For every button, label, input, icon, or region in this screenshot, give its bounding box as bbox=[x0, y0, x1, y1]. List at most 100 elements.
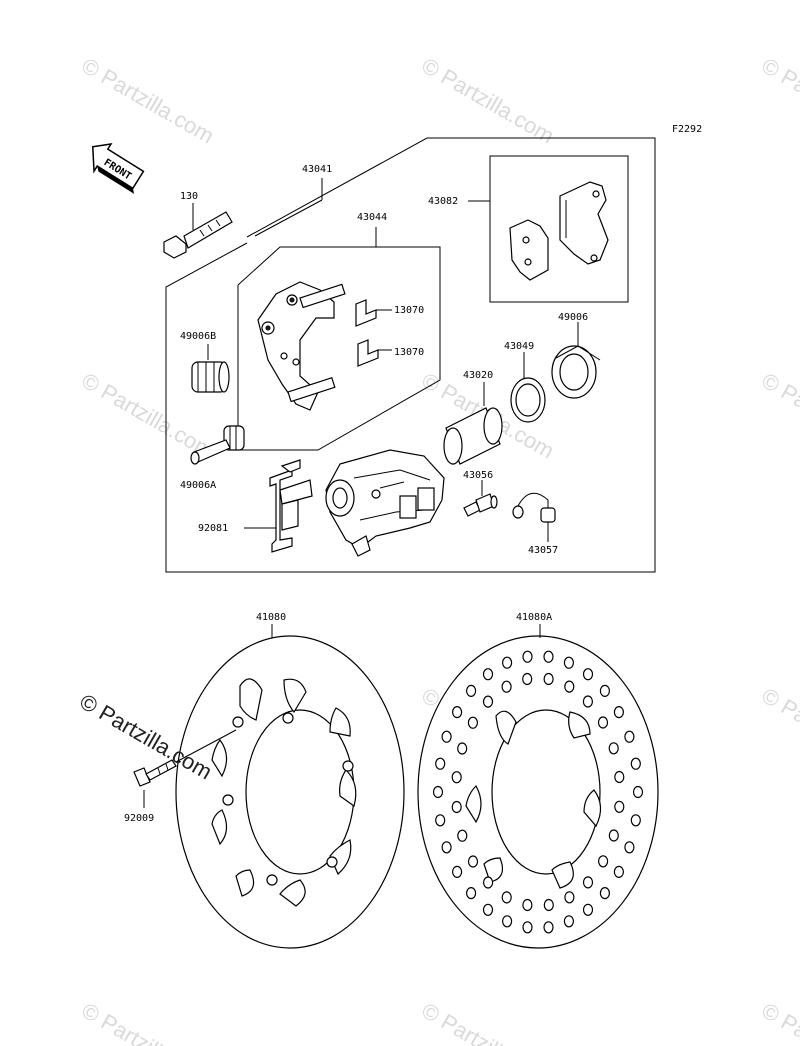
drill-hole bbox=[441, 730, 452, 743]
drill-hole bbox=[457, 829, 468, 842]
drill-hole bbox=[597, 855, 609, 868]
caliper-body bbox=[325, 449, 445, 557]
part-label-43082: 43082 bbox=[428, 196, 458, 207]
part-label-49006: 49006 bbox=[558, 312, 588, 323]
drill-hole bbox=[452, 865, 463, 879]
part-label-43057: 43057 bbox=[528, 545, 558, 556]
drill-hole bbox=[563, 915, 575, 928]
drill-hole bbox=[630, 757, 641, 770]
drill-hole bbox=[483, 876, 494, 889]
part-label-92009: 92009 bbox=[124, 813, 154, 824]
drill-hole bbox=[613, 865, 625, 879]
drill-hole bbox=[482, 668, 494, 681]
part-label-43041: 43041 bbox=[302, 164, 332, 175]
front-arrow-icon: FRONT bbox=[91, 143, 145, 194]
drill-hole bbox=[522, 921, 533, 934]
pad-spring-92081 bbox=[269, 459, 313, 553]
drill-hole bbox=[582, 668, 594, 681]
disc-drill-holes bbox=[432, 650, 644, 934]
pad-spring-clip bbox=[357, 339, 379, 367]
bleeder-valve-43056 bbox=[463, 493, 498, 517]
drill-hole bbox=[522, 898, 533, 912]
drill-hole bbox=[543, 672, 554, 686]
drill-hole bbox=[522, 650, 533, 663]
drill-hole bbox=[582, 876, 594, 889]
figure-code: F2292 bbox=[672, 124, 702, 135]
drill-hole bbox=[501, 891, 512, 904]
drill-hole bbox=[582, 903, 594, 916]
drill-hole bbox=[466, 684, 477, 698]
drill-hole bbox=[597, 716, 609, 729]
drill-hole bbox=[502, 915, 513, 928]
drill-hole bbox=[624, 841, 635, 854]
drill-hole bbox=[435, 757, 446, 770]
drill-hole bbox=[467, 716, 478, 729]
seal-ring-43049 bbox=[510, 377, 546, 423]
caliper-bracket bbox=[257, 281, 346, 411]
watermark: © Partzilla.com bbox=[758, 683, 800, 779]
drill-hole bbox=[543, 650, 554, 663]
drill-hole bbox=[599, 886, 611, 900]
seal-49006 bbox=[551, 345, 601, 399]
disc-cutouts bbox=[211, 678, 357, 907]
watermark: © Partzilla.com bbox=[758, 53, 800, 149]
drill-hole bbox=[563, 656, 575, 669]
part-label-92081: 92081 bbox=[198, 523, 228, 534]
part-label-41080a: 41080A bbox=[516, 612, 552, 623]
drill-hole bbox=[564, 891, 575, 904]
part-label-49006b: 49006B bbox=[180, 331, 216, 342]
drill-hole bbox=[451, 771, 462, 784]
boot-49006b bbox=[191, 361, 230, 393]
brake-disc-41080 bbox=[175, 635, 405, 949]
pad-box bbox=[468, 155, 629, 303]
part-label-130: 130 bbox=[180, 191, 198, 202]
drill-hole bbox=[502, 656, 513, 669]
part-label-13070-a: 13070 bbox=[394, 305, 424, 316]
drill-hole bbox=[501, 680, 512, 693]
drill-hole bbox=[466, 886, 477, 900]
drill-hole bbox=[452, 705, 463, 719]
part-label-43044: 43044 bbox=[357, 212, 387, 223]
pin-49006a bbox=[190, 425, 245, 465]
drill-hole bbox=[624, 730, 635, 743]
drill-hole bbox=[613, 705, 625, 719]
drill-hole bbox=[441, 841, 452, 854]
drill-hole bbox=[435, 814, 446, 827]
watermark: © Partzilla.com bbox=[78, 998, 219, 1046]
part-label-41080: 41080 bbox=[256, 612, 286, 623]
part-label-43056: 43056 bbox=[463, 470, 493, 481]
watermark: © Partzilla.com bbox=[418, 998, 559, 1046]
drill-hole bbox=[457, 742, 468, 755]
drill-hole bbox=[482, 903, 494, 916]
drill-hole bbox=[482, 695, 494, 708]
part-label-13070-b: 13070 bbox=[394, 347, 424, 358]
drill-hole bbox=[467, 855, 479, 868]
piston-43020 bbox=[443, 407, 503, 465]
drill-hole bbox=[564, 680, 575, 693]
drill-hole bbox=[522, 672, 533, 686]
drill-hole bbox=[632, 785, 644, 799]
drill-hole bbox=[599, 684, 611, 698]
drill-hole bbox=[614, 800, 625, 813]
watermark: © Partzilla.com bbox=[758, 368, 800, 464]
drill-hole bbox=[543, 921, 554, 934]
watermark: © Partzilla.com bbox=[78, 53, 219, 149]
watermark: © Partzilla.com bbox=[758, 998, 800, 1046]
watermark: © Partzilla.com bbox=[418, 53, 559, 149]
drill-hole bbox=[432, 785, 444, 799]
brake-disc-41080a bbox=[417, 635, 659, 949]
bleeder-cap-43057 bbox=[512, 492, 556, 523]
bolt-130 bbox=[163, 211, 233, 259]
disc-cutouts bbox=[465, 710, 602, 889]
drill-hole bbox=[608, 742, 619, 755]
caliper-assembly-frame bbox=[165, 137, 656, 573]
brake-pad-left bbox=[509, 219, 549, 281]
drill-hole bbox=[630, 814, 641, 827]
part-label-49006a: 49006A bbox=[180, 480, 216, 491]
drill-hole bbox=[451, 800, 462, 814]
part-label-43020: 43020 bbox=[463, 370, 493, 381]
pad-spring-clip bbox=[355, 299, 377, 327]
drill-hole bbox=[582, 695, 594, 708]
drill-hole bbox=[608, 829, 619, 842]
